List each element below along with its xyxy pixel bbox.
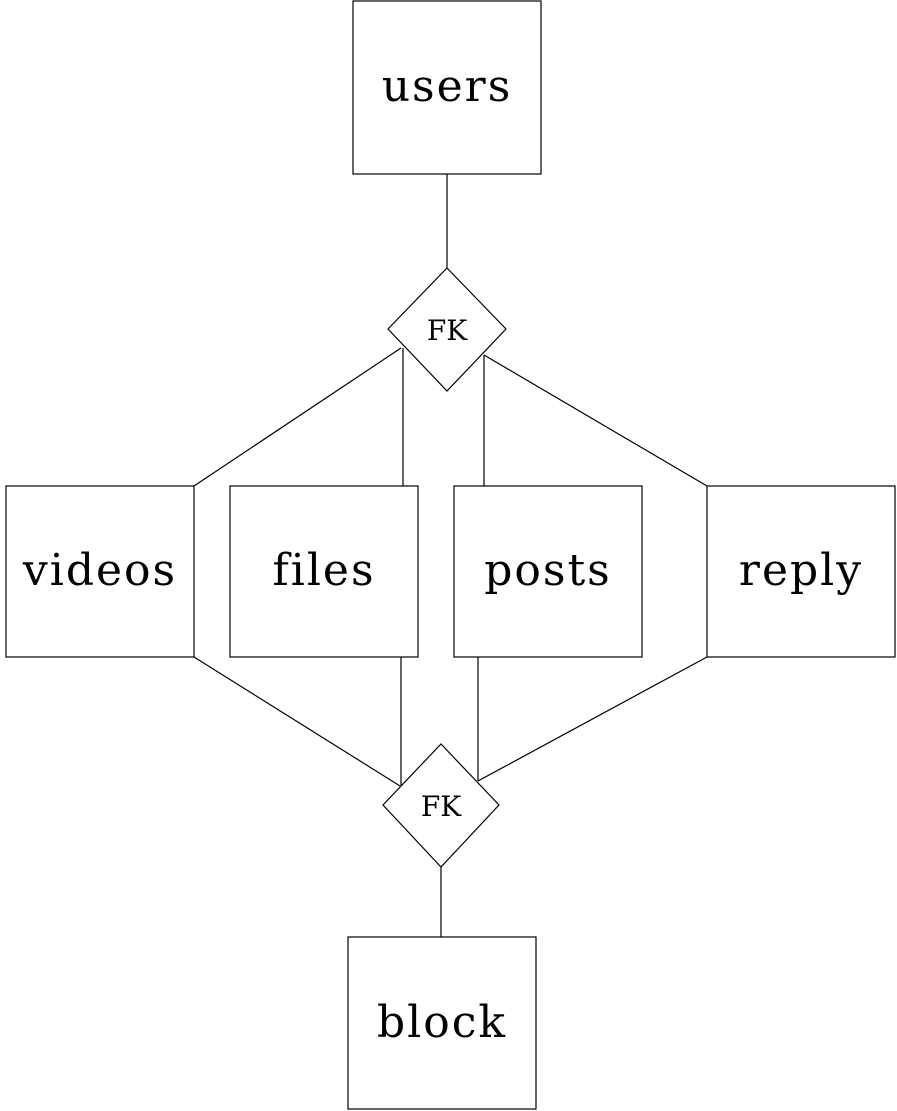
relationship-fk-bottom-label: FK xyxy=(421,790,462,823)
entity-reply-label: reply xyxy=(739,545,863,596)
entity-videos-label: videos xyxy=(22,545,177,596)
connector-reply-fk-bottom xyxy=(477,656,708,782)
entity-posts[interactable]: posts xyxy=(453,485,643,658)
entity-videos[interactable]: videos xyxy=(5,485,195,658)
entity-block-label: block xyxy=(377,997,507,1048)
entity-files[interactable]: files xyxy=(229,485,419,658)
relationship-fk-top-label: FK xyxy=(427,314,468,347)
entity-files-label: files xyxy=(272,545,375,596)
relationship-fk-top[interactable]: FK xyxy=(387,267,507,392)
connectors xyxy=(193,174,708,937)
entity-users[interactable]: users xyxy=(352,0,542,175)
entity-posts-label: posts xyxy=(484,545,612,596)
relationship-fk-bottom[interactable]: FK xyxy=(382,743,500,868)
connector-fk-top-videos xyxy=(193,347,402,487)
entity-block[interactable]: block xyxy=(347,936,537,1110)
connector-fk-top-reply xyxy=(483,354,708,487)
connector-videos-fk-bottom xyxy=(193,656,401,787)
entity-users-label: users xyxy=(382,61,513,112)
entity-reply[interactable]: reply xyxy=(706,485,896,658)
